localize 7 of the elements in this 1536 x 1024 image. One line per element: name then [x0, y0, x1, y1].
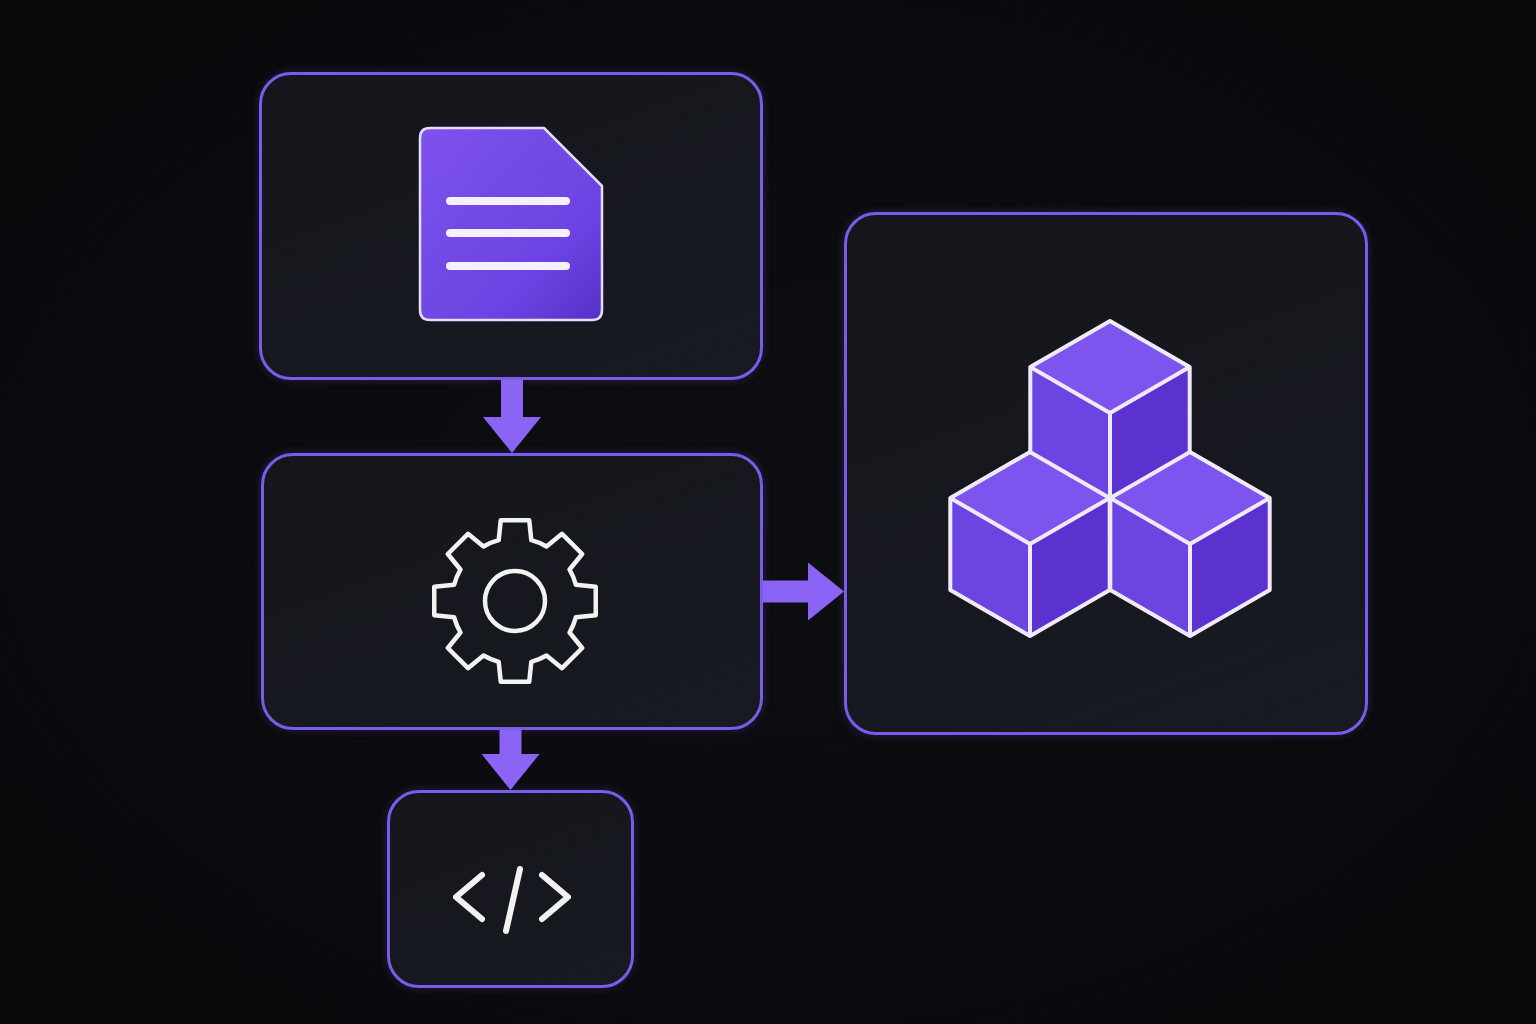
gear-panel	[261, 453, 763, 730]
arrow	[763, 562, 844, 621]
document-panel	[259, 72, 763, 380]
cubes-panel	[844, 212, 1368, 735]
code-panel	[387, 790, 634, 988]
arrow	[481, 730, 540, 790]
arrow	[483, 380, 541, 453]
